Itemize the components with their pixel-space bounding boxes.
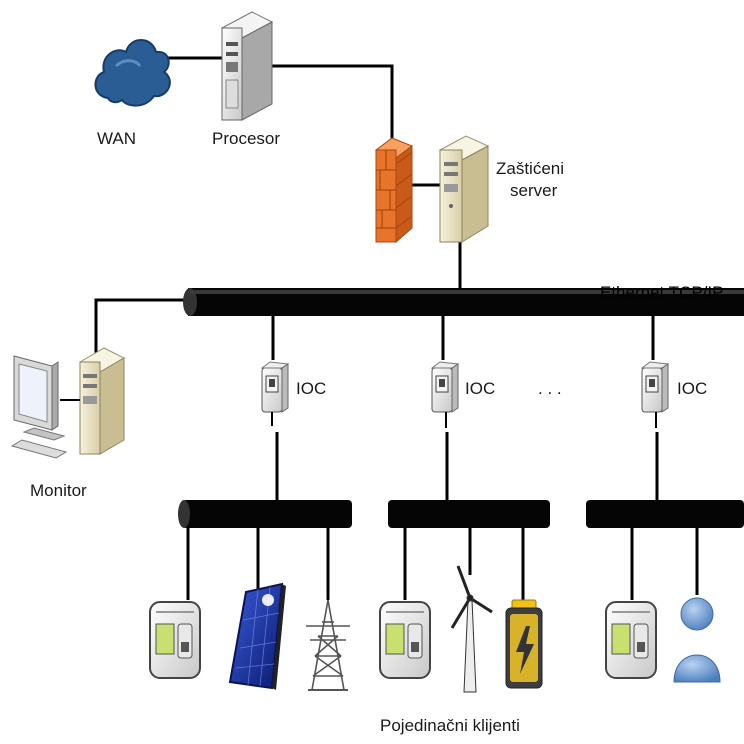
smart-meter-icon-3: [605, 601, 657, 679]
firewall-icon: [374, 137, 414, 244]
ellipsis-label: . . .: [538, 379, 562, 398]
ioc-label-2: IOC: [465, 379, 496, 398]
smart-meter-icon-1: [149, 601, 201, 679]
server-tower-icon: [438, 135, 490, 243]
processor-label: Procesor: [212, 129, 281, 148]
sub-bus-1: [178, 500, 352, 528]
solar-panel-icon: [228, 582, 286, 690]
ioc-device-icon-1: [260, 361, 290, 426]
ioc-label-1: IOC: [296, 379, 327, 398]
ioc-device-icon-3: [640, 361, 670, 428]
wind-turbine-icon: [450, 565, 493, 693]
sub-bus-2: [388, 500, 550, 528]
battery-icon: [505, 599, 543, 689]
cables: [94, 56, 699, 605]
monitor-label: Monitor: [30, 481, 87, 500]
ethernet-bus: [183, 288, 744, 316]
ethernet-label: Ethernet TCP/IP: [600, 283, 724, 302]
user-icon: [673, 597, 721, 683]
sub-bus-3: [586, 500, 744, 528]
monitor-bus-link: [94, 298, 190, 370]
protected-server-label-line2: server: [510, 181, 558, 200]
processor-tower-icon: [220, 11, 274, 121]
clients-label: Pojedinačni klijenti: [380, 716, 520, 735]
cloud-icon: [94, 39, 171, 107]
wan-label: WAN: [97, 129, 137, 148]
desktop-computer-icon: [10, 347, 126, 459]
processor-firewall-link: [268, 64, 394, 150]
protected-server-label-line1: Zaštićeni: [496, 159, 565, 178]
transmission-tower-icon: [306, 599, 350, 691]
ioc-device-icon-2: [430, 361, 460, 428]
smart-meter-icon-2: [379, 601, 431, 679]
ioc-label-3: IOC: [677, 379, 708, 398]
